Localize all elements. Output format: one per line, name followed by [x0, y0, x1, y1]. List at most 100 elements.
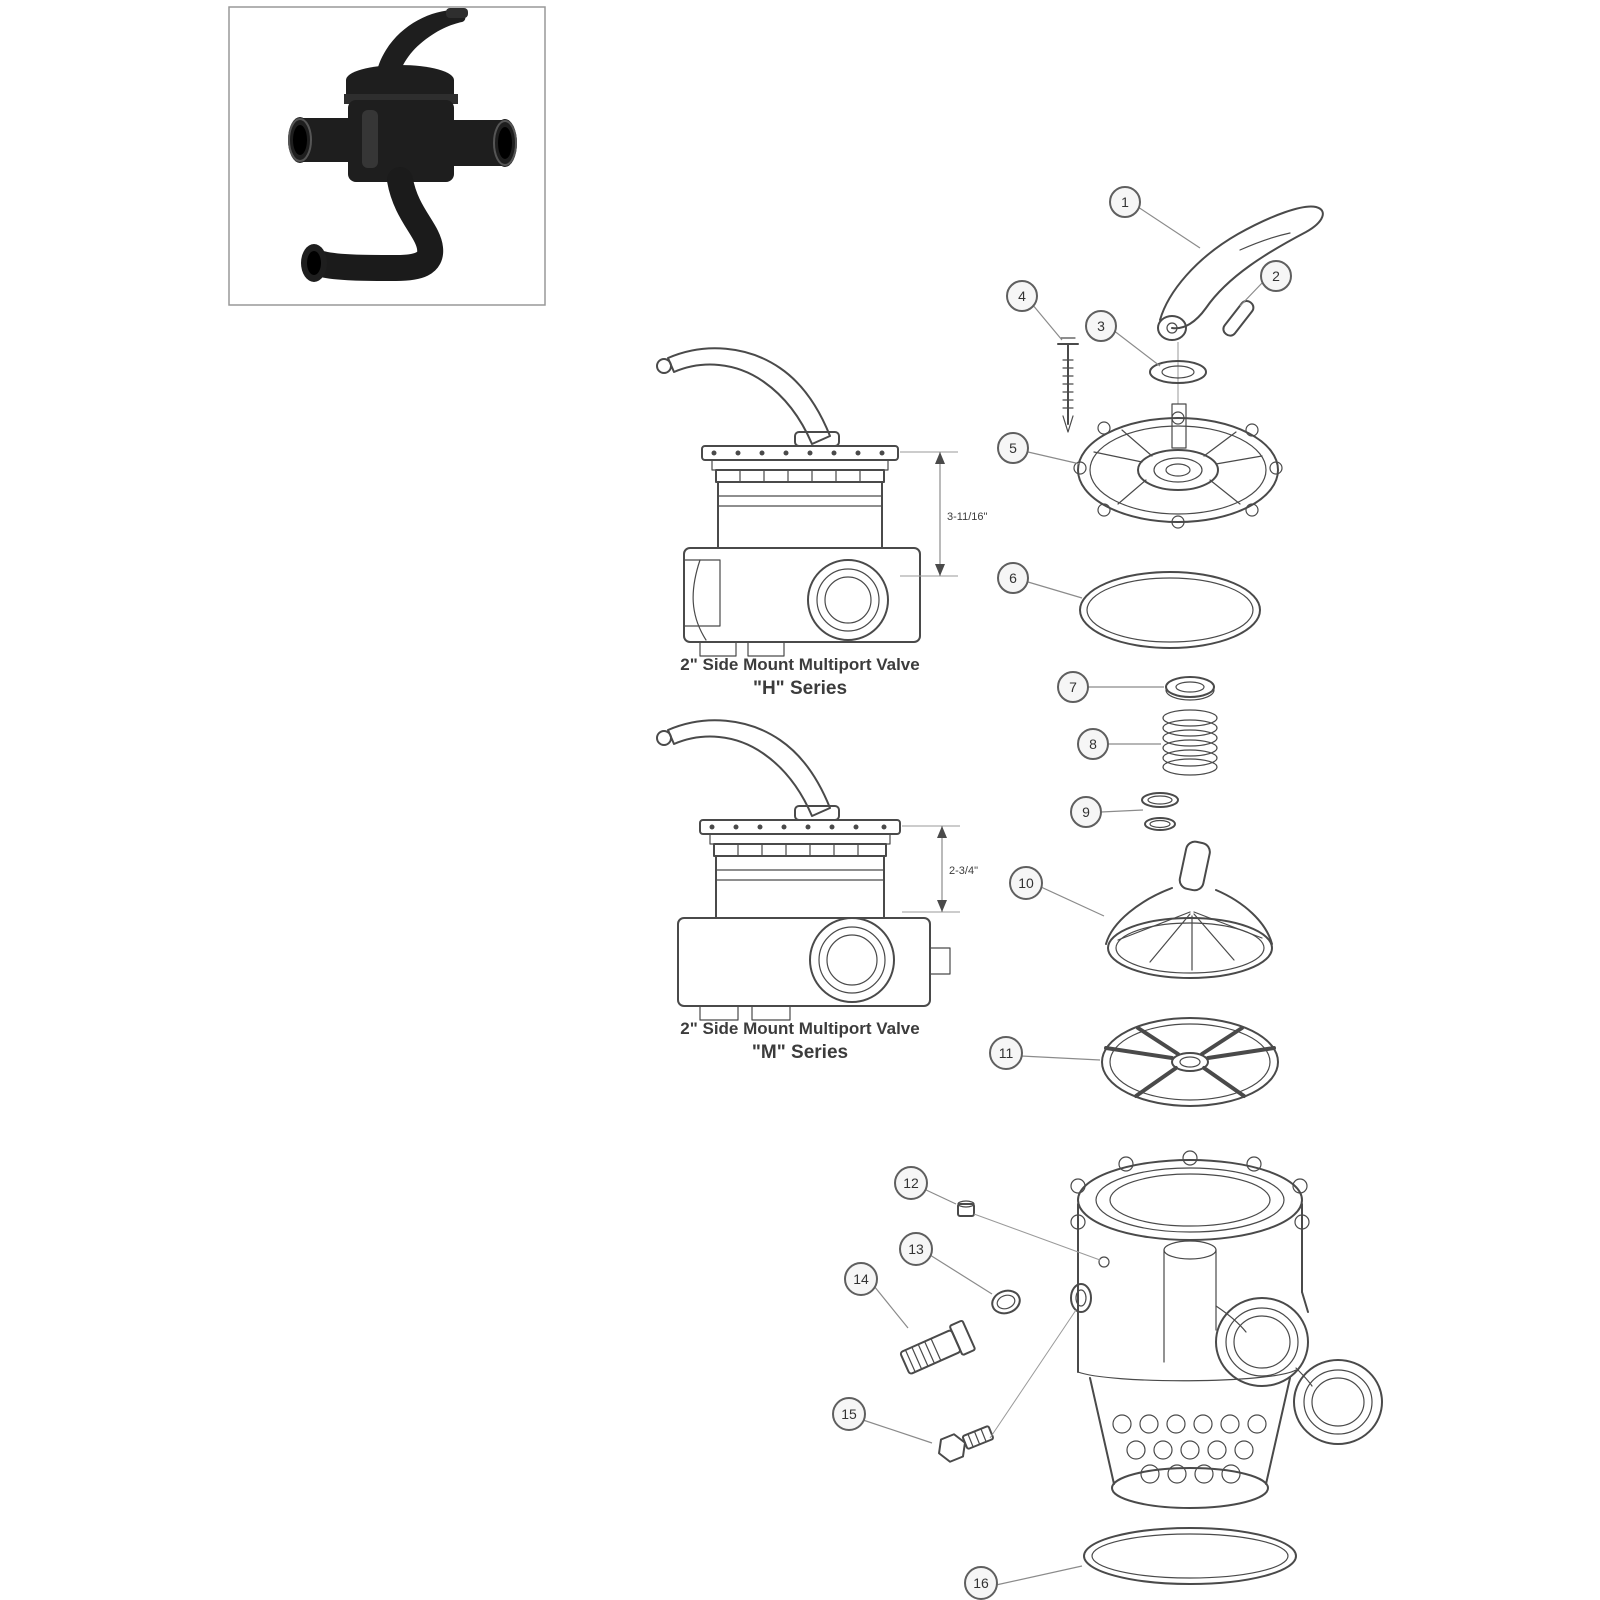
part-16-body-oring	[1083, 1527, 1297, 1585]
callout-7: 7	[1057, 671, 1089, 703]
h-side-port-mid	[816, 568, 880, 632]
cover-spokes	[1093, 429, 1263, 505]
part-12-plug	[957, 1200, 1101, 1261]
valve-photo-image	[288, 8, 517, 282]
m-top-flange	[699, 819, 901, 835]
callout-5: 5	[997, 432, 1029, 464]
m-right-stub	[929, 947, 951, 975]
m-series-caption: 2" Side Mount Multiport Valve	[680, 1019, 919, 1038]
m-flange-bolts	[709, 824, 887, 830]
m-flange-ring	[709, 833, 891, 845]
svg-text:4: 4	[1018, 288, 1026, 304]
m-handle	[667, 719, 831, 817]
callout-8: 8	[1077, 728, 1109, 760]
h-dimension-label: 3-11/16"	[947, 511, 987, 523]
part-10-diverter	[1105, 840, 1273, 979]
callout-15: 15	[832, 1397, 866, 1431]
h-top-flange	[701, 445, 899, 461]
svg-text:10: 10	[1018, 875, 1034, 891]
callout-10: 10	[1009, 866, 1043, 900]
h-clamp-ticks	[739, 469, 861, 483]
m-side-port-inner	[826, 934, 878, 986]
m-clamp-ticks	[737, 843, 859, 857]
part-5-cover	[1073, 403, 1283, 529]
svg-text:2: 2	[1272, 268, 1280, 284]
svg-text:5: 5	[1009, 440, 1017, 456]
part-15-bolt	[938, 1309, 1077, 1463]
gasket-spokes	[1104, 1026, 1276, 1098]
svg-text:3: 3	[1097, 318, 1105, 334]
h-bottom-stub-1	[699, 641, 737, 657]
m-dimension-label: 2-3/4"	[949, 865, 978, 877]
svg-text:14: 14	[853, 1271, 869, 1287]
callout-11: 11	[989, 1036, 1023, 1070]
svg-text:11: 11	[999, 1045, 1014, 1061]
callout-13: 13	[899, 1232, 933, 1266]
h-flange-bolts	[711, 450, 885, 456]
h-series-name: "H" Series	[753, 678, 847, 699]
callout-3: 3	[1085, 310, 1117, 342]
callout-14: 14	[844, 1262, 878, 1296]
part-8-spring	[1162, 709, 1218, 776]
h-series-drawing: 3-11/16" 2" Side Mount Multiport Valve "…	[656, 347, 987, 699]
m-bottom-stub-1	[699, 1005, 739, 1021]
m-bottom-stub-2	[751, 1005, 791, 1021]
h-left-port	[683, 559, 721, 627]
h-handle	[667, 347, 831, 445]
h-elbow-line	[692, 559, 707, 641]
callout-9: 9	[1070, 796, 1102, 828]
strainer-holes	[1112, 1414, 1267, 1484]
part-2-pin	[1222, 299, 1255, 337]
h-clamp-band	[715, 469, 885, 483]
cover-bolt-ears	[1073, 411, 1283, 529]
h-series-caption: 2" Side Mount Multiport Valve	[680, 655, 919, 674]
h-dimension: 3-11/16"	[900, 451, 987, 577]
m-clamp-band	[713, 843, 887, 857]
svg-text:12: 12	[903, 1175, 919, 1191]
diverter-vanes	[1117, 911, 1263, 971]
product-photo-box	[228, 6, 546, 306]
part-7-washer	[1165, 676, 1215, 701]
callout-1: 1	[1109, 186, 1141, 218]
callout-6: 6	[997, 562, 1029, 594]
svg-text:9: 9	[1082, 804, 1090, 820]
svg-text:8: 8	[1089, 736, 1097, 752]
m-side-port-outer	[809, 917, 895, 1003]
h-upper-body	[717, 481, 883, 549]
svg-text:6: 6	[1009, 570, 1017, 586]
m-series-drawing: 2-3/4" 2" Side Mount Multiport Valve "M"…	[656, 719, 978, 1063]
part-13-oring	[991, 1289, 1021, 1315]
svg-text:15: 15	[841, 1406, 857, 1422]
callout-4: 4	[1006, 280, 1038, 312]
valve-body	[1070, 1150, 1383, 1509]
body-drain-hole	[1070, 1283, 1092, 1313]
h-side-port-inner	[824, 576, 872, 624]
svg-text:13: 13	[908, 1241, 924, 1257]
m-dimension: 2-3/4"	[902, 825, 978, 913]
part-14-nipple	[899, 1319, 976, 1375]
body-small-hole	[1098, 1256, 1110, 1268]
h-side-port-outer	[807, 559, 889, 641]
m-port-housing	[677, 917, 931, 1007]
svg-text:7: 7	[1069, 679, 1077, 695]
h-flange-ring	[711, 459, 889, 471]
part-11-spider-gasket	[1101, 1017, 1279, 1107]
callout-12: 12	[894, 1166, 928, 1200]
part-4-screw	[1057, 337, 1079, 433]
part-6-cover-oring	[1079, 571, 1261, 649]
m-side-port-mid	[818, 926, 886, 994]
callout-2: 2	[1260, 260, 1292, 292]
callout-balloons: 1 2 3 4 5 6 7 8	[832, 186, 1292, 1600]
part-3-washer	[1149, 360, 1207, 384]
m-series-name: "M" Series	[752, 1042, 848, 1063]
body-side-ports	[1215, 1291, 1383, 1445]
h-bottom-stub-2	[747, 641, 785, 657]
part-9-orings	[1141, 792, 1179, 831]
body-bolt-tabs	[1070, 1150, 1310, 1230]
h-handle-pivot	[794, 431, 840, 447]
callout-16: 16	[964, 1566, 998, 1600]
svg-text:1: 1	[1121, 194, 1129, 210]
callout-leaders	[862, 206, 1264, 1586]
